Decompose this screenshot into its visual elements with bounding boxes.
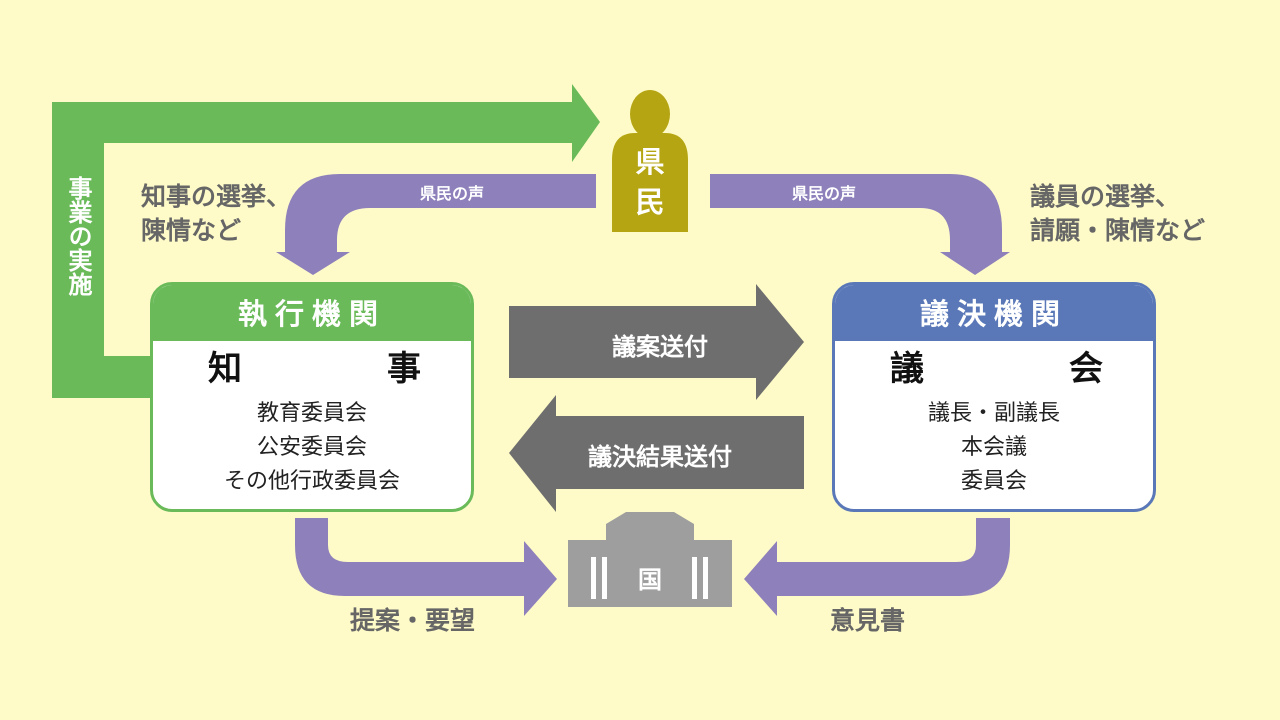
- proposal-label: 提案・要望: [350, 606, 476, 635]
- annotation-line: 請願・陳情など: [1030, 216, 1206, 245]
- voice-left-label: 県民の声: [420, 184, 485, 203]
- nation-label: 国: [638, 566, 662, 594]
- person-icon: [612, 90, 688, 232]
- member-item: 教育委員会: [256, 401, 367, 426]
- government-building-icon: [568, 512, 732, 607]
- executive-main-right: 事: [387, 349, 421, 389]
- member-item: 委員会: [960, 469, 1027, 494]
- executive-main-left: 知: [208, 349, 242, 389]
- proposal-arrow: [295, 518, 557, 616]
- result-sent-arrow: [509, 395, 804, 512]
- voice-right-annotation: 議員の選挙、 請願・陳情など: [1030, 180, 1205, 248]
- citizens-label: 県 民: [612, 142, 688, 222]
- executive-members: 教育委員会 公安委員会 その他行政委員会: [153, 397, 471, 499]
- annotation-line: 陳情など: [141, 216, 242, 245]
- member-item: 議長・副議長: [927, 401, 1060, 426]
- voice-right-label: 県民の声: [792, 184, 857, 203]
- result-sent-label: 議決結果送付: [588, 443, 732, 471]
- legislative-main-left: 議: [890, 349, 924, 389]
- business-arrow-label: 事業の実施: [64, 176, 92, 296]
- business-arrow: [52, 84, 600, 398]
- legislative-box: 議決機関 議 会 議長・副議長 本会議 委員会: [832, 282, 1156, 512]
- opinion-label: 意見書: [830, 606, 906, 635]
- executive-box: 執行機関 知 事 教育委員会 公安委員会 その他行政委員会: [150, 282, 474, 512]
- executive-main: 知 事: [153, 341, 471, 397]
- executive-header: 執行機関: [153, 285, 471, 341]
- member-item: その他行政委員会: [223, 469, 400, 494]
- citizens-label-line1: 県: [635, 145, 665, 179]
- bill-sent-arrow: [509, 284, 804, 400]
- legislative-main: 議 会: [835, 341, 1153, 397]
- annotation-line: 知事の選挙、: [141, 182, 292, 211]
- member-item: 公安委員会: [256, 435, 367, 460]
- citizens-label-line2: 民: [635, 185, 665, 219]
- voice-arrow-right: [710, 174, 1010, 275]
- bill-sent-label: 議案送付: [612, 333, 708, 361]
- voice-arrow-left: [276, 174, 596, 275]
- annotation-line: 議員の選挙、: [1030, 182, 1181, 211]
- member-item: 本会議: [960, 435, 1027, 460]
- legislative-members: 議長・副議長 本会議 委員会: [835, 397, 1153, 499]
- voice-left-annotation: 知事の選挙、 陳情など: [141, 180, 291, 248]
- opinion-arrow: [744, 518, 1010, 616]
- legislative-main-right: 会: [1069, 349, 1103, 389]
- legislative-header: 議決機関: [835, 285, 1153, 341]
